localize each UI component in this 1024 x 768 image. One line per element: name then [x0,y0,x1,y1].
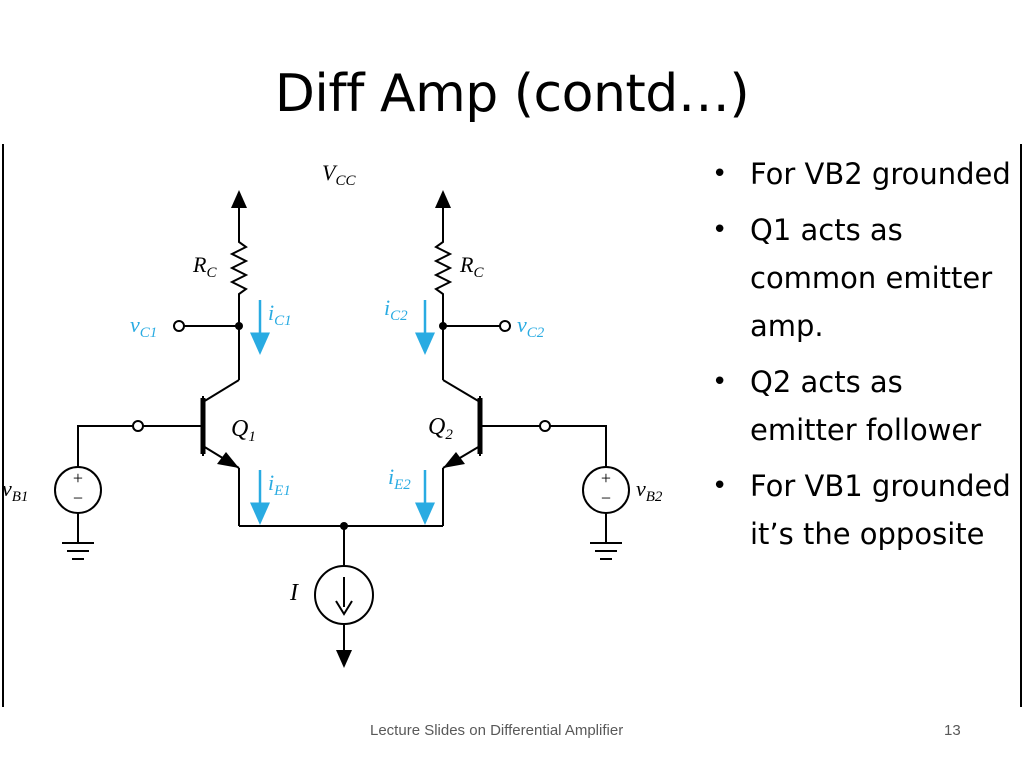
bullet-item: • For VB2 grounded [710,150,1015,198]
ic2-label: iC2 [384,295,408,324]
q2-label: Q2 [428,414,453,443]
vb1-source-symbol [54,466,102,514]
vb1-terminal [132,420,144,432]
rc-right-label: RC [459,252,484,281]
bullet-item: • For VB1 grounded it’s the opposite [710,462,1015,558]
current-arrows [250,300,435,525]
left-border-line [2,144,4,707]
bullet-text: Q1 acts as common emitter amp. [750,213,993,343]
ic1-label: iC1 [268,300,292,329]
bullet-item: • Q2 acts as emitter follower [710,358,1015,454]
q1-label: Q1 [231,416,256,445]
junction-dot-right [439,322,447,330]
vc2-label: vC2 [517,312,545,341]
vb2-source-symbol [582,466,630,514]
slide-title: Diff Amp (contd…) [274,64,750,124]
bullet-dot-icon: • [712,367,728,397]
bullet-dot-icon: • [712,471,728,501]
bullet-dot-icon: • [712,159,728,189]
bullet-text: For VB1 grounded it’s the opposite [750,469,1011,551]
bullet-text: For VB2 grounded [750,157,1011,191]
vcc-label: VCC [322,160,356,189]
right-border-line [1020,144,1022,707]
vc2-terminal [499,320,511,332]
ie1-label: iE1 [268,470,291,499]
vb1-minus: − [73,488,83,508]
page-number: 13 [944,722,961,739]
vb2-terminal [539,420,551,432]
junction-dot-left [235,322,243,330]
footer-text: Lecture Slides on Differential Amplifier [370,722,624,739]
vb1-plus: + [73,468,83,488]
rc-left-label: RC [192,252,217,281]
vb1-label: vB1 [2,476,28,505]
ie2-label: iE2 [388,464,411,493]
vb2-plus: + [601,468,611,488]
vb2-label: vB2 [636,476,663,505]
bullet-dot-icon: • [712,215,728,245]
vc1-terminal [173,320,185,332]
vb2-minus: − [601,488,611,508]
current-source-label: I [289,580,299,606]
junction-dot-tail [340,522,348,530]
q1-emitter-arrow-icon [217,452,239,468]
bullet-list: • For VB2 grounded • Q1 acts as common emi… [710,150,1015,566]
current-source-arrow-icon [335,600,353,616]
bullet-item: • Q1 acts as common emitter amp. [710,206,1015,350]
q2-emitter-arrow-icon [443,452,465,468]
differential-amplifier-circuit: + − + − VCC RC RC vC1 vC2 iC1 iC2 iE1 iE… [2,160,663,668]
bullet-text: Q2 acts as emitter follower [750,365,982,447]
vc1-label: vC1 [130,312,157,341]
